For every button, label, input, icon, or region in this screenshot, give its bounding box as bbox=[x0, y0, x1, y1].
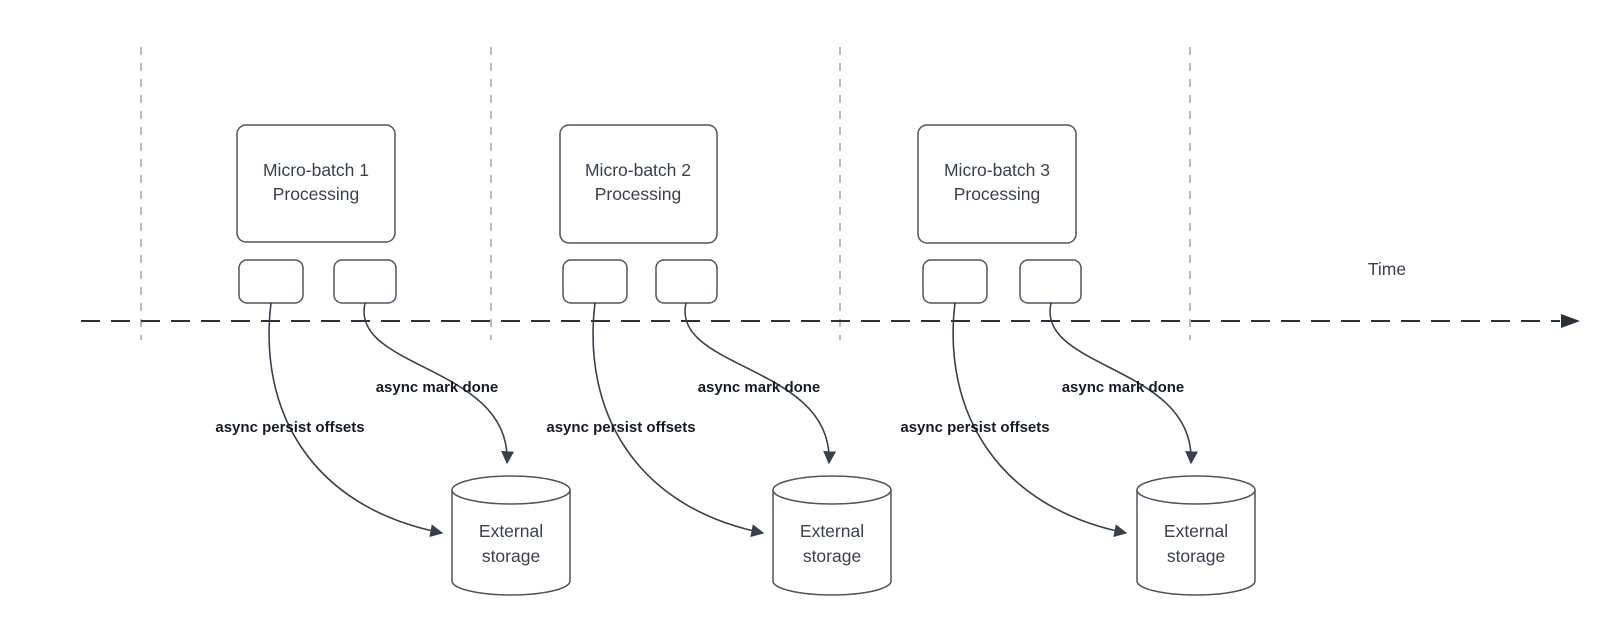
external-storage-cylinder: External storage bbox=[451, 475, 571, 596]
processing-box-label-line2: Processing bbox=[595, 184, 682, 204]
storage-label-line1: External bbox=[1164, 521, 1228, 541]
storage-label-line1: External bbox=[800, 521, 864, 541]
cylinder-top bbox=[451, 475, 571, 505]
processing-box-label-line1: Micro-batch 2 bbox=[585, 160, 691, 180]
markdone-task-box bbox=[1019, 259, 1082, 304]
time-axis: Time bbox=[81, 259, 1580, 328]
persist-offsets-arrow bbox=[268, 302, 444, 538]
offsets-task-box bbox=[238, 259, 304, 304]
time-interval-guides bbox=[140, 47, 1191, 340]
offsets-task-box bbox=[562, 259, 628, 304]
storage-label-line2: storage bbox=[1167, 546, 1225, 566]
mark-done-arrow bbox=[363, 302, 515, 465]
markdone-task-box bbox=[655, 259, 718, 304]
cylinder-body bbox=[772, 490, 892, 596]
storage-label-line2: storage bbox=[803, 546, 861, 566]
microbatch-group-3: Micro-batch 3 Processing async persist o… bbox=[900, 124, 1256, 596]
persist-offsets-arrow bbox=[592, 302, 765, 538]
processing-box bbox=[917, 124, 1077, 244]
microbatch-group-2: Micro-batch 2 Processing async persist o… bbox=[546, 124, 892, 596]
mark-done-label: async mark done bbox=[1062, 379, 1185, 396]
offsets-task-box bbox=[922, 259, 988, 304]
processing-box-label-line1: Micro-batch 1 bbox=[263, 160, 369, 180]
microbatch-group-1: Micro-batch 1 Processing async persist o… bbox=[215, 124, 571, 596]
processing-box-label-line1: Micro-batch 3 bbox=[944, 160, 1050, 180]
persist-offsets-label: async persist offsets bbox=[546, 419, 695, 436]
external-storage-cylinder: External storage bbox=[772, 475, 892, 596]
mark-done-arrow bbox=[1049, 302, 1199, 465]
storage-label-line2: storage bbox=[482, 546, 540, 566]
storage-label-line1: External bbox=[479, 521, 543, 541]
mark-done-label: async mark done bbox=[376, 379, 499, 396]
processing-box bbox=[559, 124, 718, 244]
cylinder-top bbox=[1136, 475, 1256, 505]
time-axis-label: Time bbox=[1368, 259, 1406, 279]
cylinder-top bbox=[772, 475, 892, 505]
cylinder-body bbox=[1136, 490, 1256, 596]
persist-offsets-arrow bbox=[952, 302, 1128, 538]
mark-done-arrow bbox=[684, 302, 837, 465]
markdone-task-box bbox=[333, 259, 397, 304]
mark-done-label: async mark done bbox=[698, 379, 821, 396]
time-axis-arrowhead-icon bbox=[1561, 314, 1580, 328]
processing-box-label-line2: Processing bbox=[954, 184, 1041, 204]
cylinder-body bbox=[451, 490, 571, 596]
persist-offsets-label: async persist offsets bbox=[900, 419, 1049, 436]
processing-box bbox=[236, 124, 396, 243]
external-storage-cylinder: External storage bbox=[1136, 475, 1256, 596]
persist-offsets-label: async persist offsets bbox=[215, 419, 364, 436]
processing-box-label-line2: Processing bbox=[273, 184, 360, 204]
